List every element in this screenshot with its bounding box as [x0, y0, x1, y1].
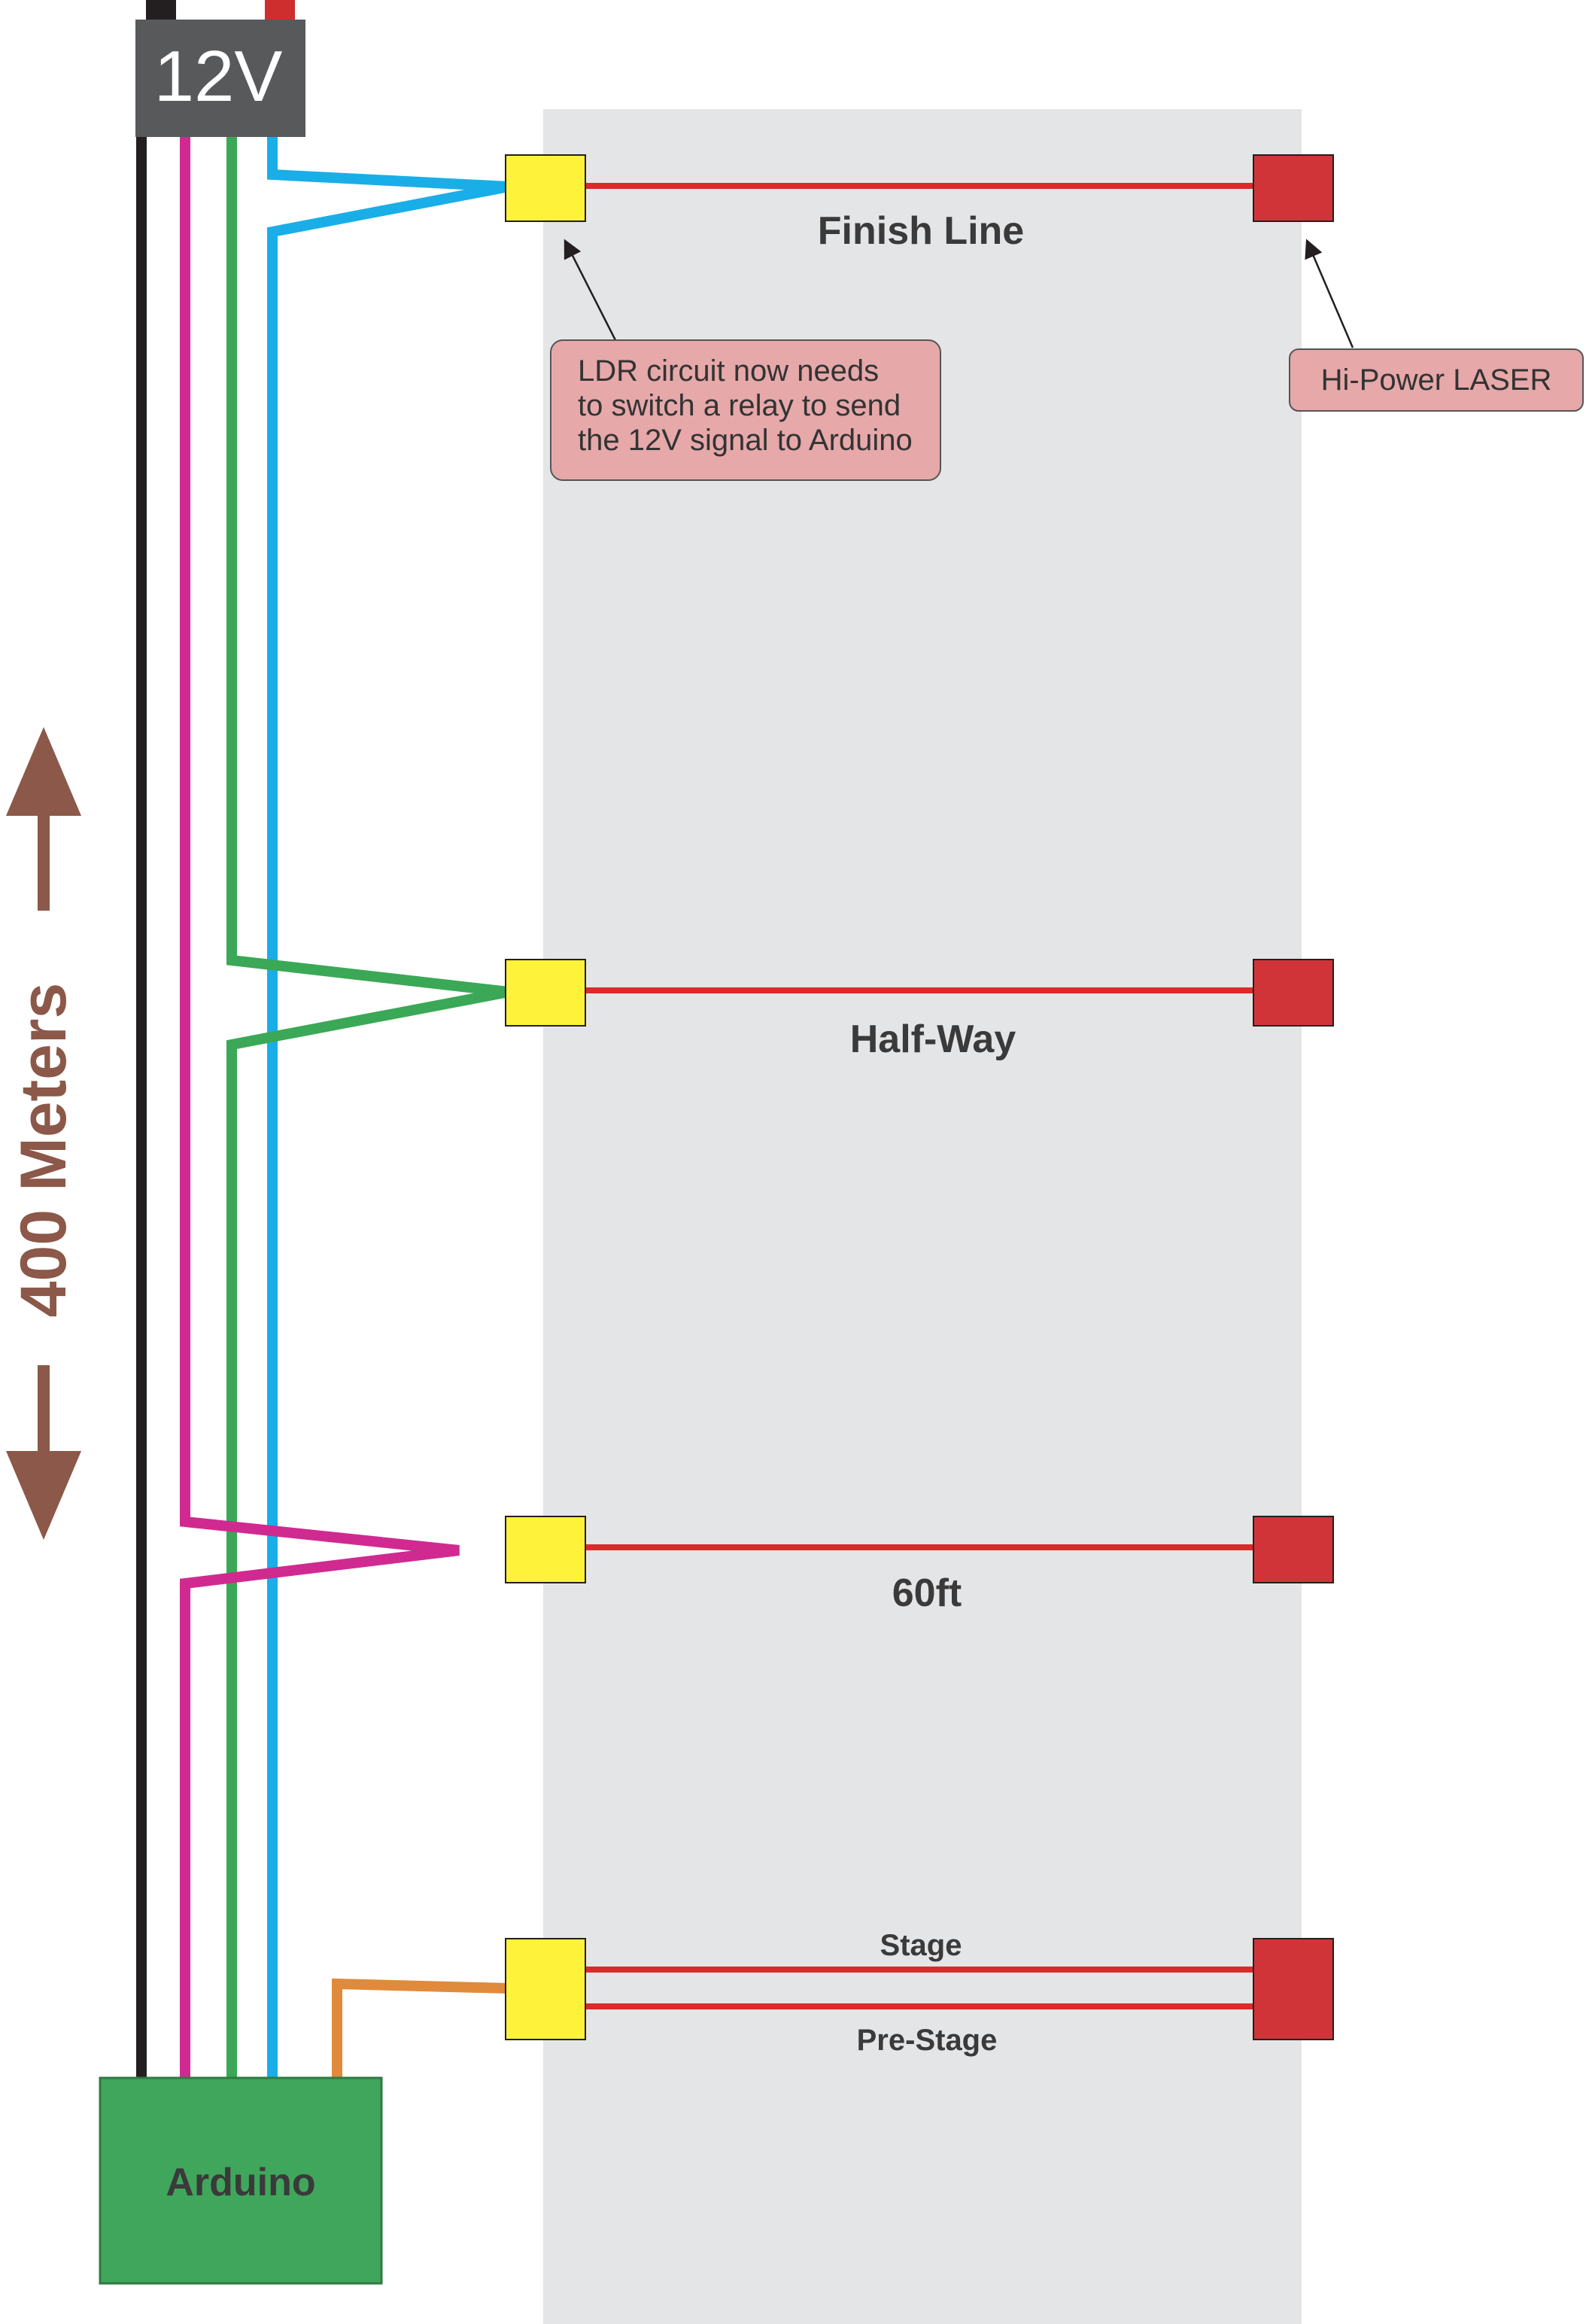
ldr-sensor-finish-line: [505, 154, 586, 222]
stage-label: Stage: [880, 1929, 962, 1962]
sixty-ft-label: 60ft: [892, 1571, 962, 1615]
laser-60ft: [1253, 1516, 1334, 1583]
finish-line-label: Finish Line: [818, 209, 1024, 253]
ldr-callout-line-3: the 12V signal to Arduino: [578, 424, 913, 457]
stage-wire: [332, 1978, 509, 2081]
finish-line-wire: [267, 137, 510, 2081]
arduino-board: Arduino: [99, 2076, 383, 2285]
beam-60ft: [585, 1544, 1253, 1550]
distance-arrow-down-icon: [6, 1365, 81, 1540]
gate-half-way: Half-Way: [505, 959, 1334, 1061]
distance-label: 400 Meters: [8, 983, 80, 1318]
laser-half-way: [1253, 959, 1334, 1027]
gate-stage: Stage Pre-Stage: [505, 1929, 1334, 2057]
distance-arrow-up-icon: [6, 727, 81, 911]
sixty-ft-wire: [180, 137, 460, 2081]
battery-label: 12V: [154, 36, 283, 117]
laser-finish-line: [1253, 154, 1334, 222]
battery-positive-terminal: [265, 0, 295, 20]
battery: 12V: [135, 0, 305, 137]
laser-callout-box: [1289, 348, 1584, 412]
battery-body: [135, 20, 305, 137]
ldr-callout-box: [550, 339, 941, 481]
ldr-sensor-60ft: [505, 1516, 586, 1583]
laser-callout-text: Hi-Power LASER: [1321, 364, 1552, 397]
ldr-callout-arrow: [564, 239, 617, 341]
laser-callout-arrow: [1305, 239, 1354, 348]
distance-indicator: 400 Meters: [6, 727, 81, 1540]
battery-negative-terminal: [146, 0, 176, 20]
ldr-sensor-stage: [505, 1938, 586, 2040]
beam-pre-stage: [585, 2003, 1253, 2009]
arduino-label: Arduino: [166, 2161, 315, 2204]
laser-stage: [1253, 1938, 1334, 2040]
gate-60ft: 60ft: [505, 1516, 1334, 1615]
ldr-callout-line-1: LDR circuit now needs: [578, 354, 879, 388]
wires: [136, 137, 510, 2081]
ldr-callout: LDR circuit now needs to switch a relay …: [550, 239, 941, 481]
ldr-sensor-half-way: [505, 959, 586, 1027]
gate-finish-line: Finish Line: [505, 154, 1334, 253]
beam-finish-line: [585, 183, 1253, 189]
pre-stage-label: Pre-Stage: [857, 2024, 998, 2057]
beam-stage: [585, 1967, 1253, 1973]
beam-half-way: [585, 987, 1253, 993]
half-way-label: Half-Way: [850, 1018, 1016, 1061]
ldr-callout-line-2: to switch a relay to send: [578, 389, 901, 422]
laser-callout: Hi-Power LASER: [1289, 239, 1584, 412]
arduino-body: [99, 2076, 383, 2285]
